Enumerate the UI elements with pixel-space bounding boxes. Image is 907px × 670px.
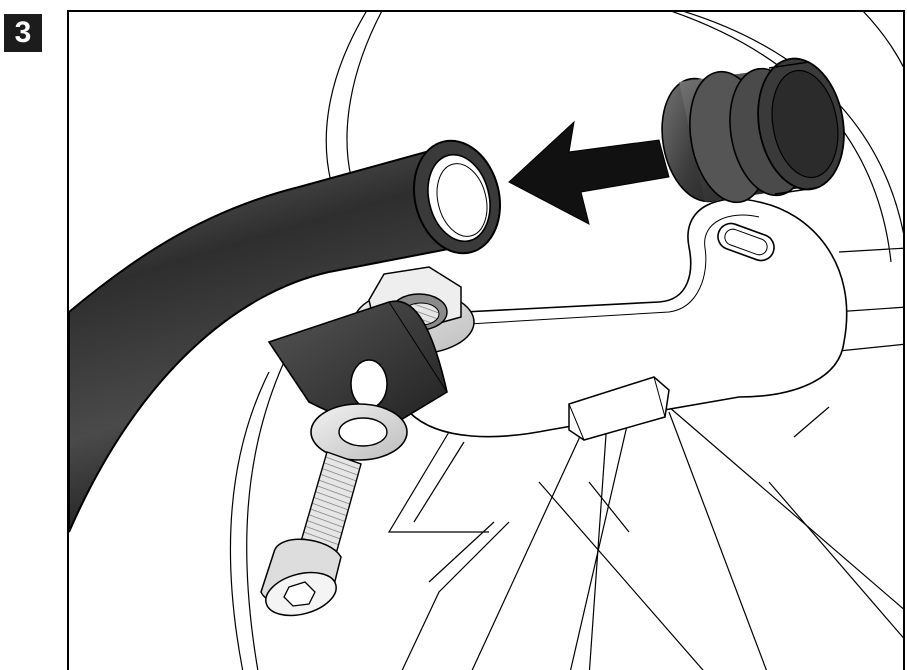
illustration-panel bbox=[67, 10, 905, 670]
arrow-left-icon bbox=[508, 120, 670, 225]
bracket-arm bbox=[267, 300, 448, 427]
knurled-end-plug bbox=[661, 57, 845, 204]
background-wheel-lines bbox=[229, 12, 903, 670]
flat-washer bbox=[310, 403, 408, 461]
bent-tube bbox=[69, 139, 502, 533]
hex-socket bbox=[283, 581, 316, 607]
assembly-illustration bbox=[69, 12, 903, 670]
step-number-badge: 3 bbox=[4, 14, 42, 52]
socket-head-bolt bbox=[260, 451, 362, 617]
step-number: 3 bbox=[14, 16, 32, 49]
slot-hole bbox=[717, 222, 775, 262]
